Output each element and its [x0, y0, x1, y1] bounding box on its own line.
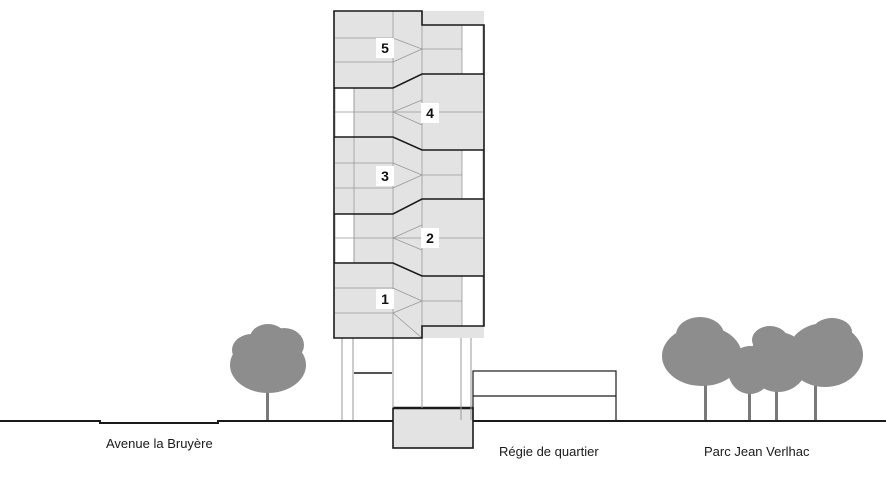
unit-number-4: 4 — [421, 103, 439, 123]
regie-building — [472, 370, 617, 422]
label-regie: Régie de quartier — [499, 444, 599, 459]
tower — [333, 10, 485, 339]
unit-number-3: 3 — [376, 166, 394, 186]
label-avenue: Avenue la Bruyère — [106, 436, 213, 451]
label-parc: Parc Jean Verlhac — [704, 444, 810, 459]
unit-number-1: 1 — [376, 289, 394, 309]
pilotis — [341, 338, 472, 420]
unit-number-2: 2 — [421, 228, 439, 248]
ground-line — [0, 420, 886, 424]
unit-number-5: 5 — [376, 38, 394, 58]
tree-left — [230, 324, 306, 420]
tree-group-right — [662, 317, 863, 420]
